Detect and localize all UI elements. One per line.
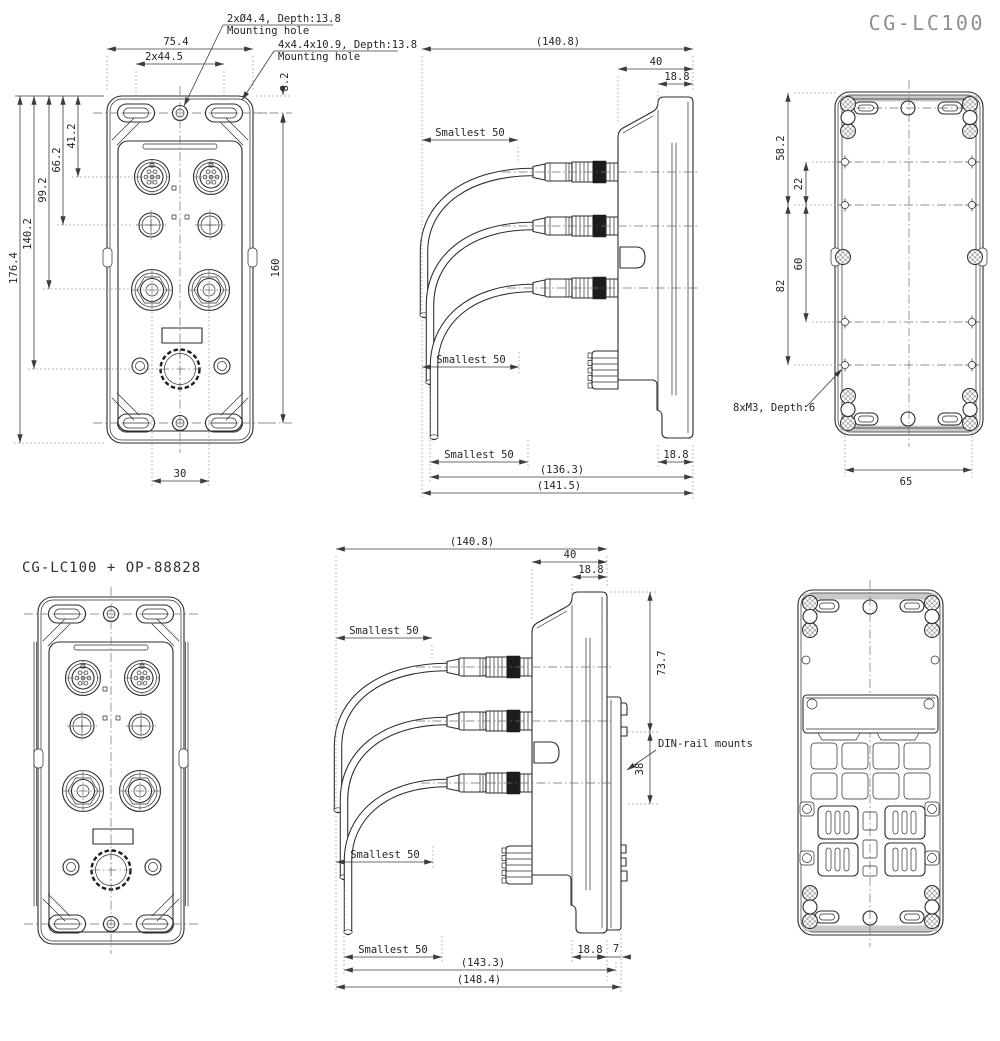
dim-bend1-label: Smallest 50 <box>435 127 505 139</box>
side-din-view: (140.8) 40 18.8 Smallest 50 73.7 38 DIN-… <box>334 536 753 992</box>
din-rail-adapter <box>606 696 628 931</box>
combo-title: CG-LC100 + OP-88828 <box>22 560 201 576</box>
dim-height-label: 176.4 <box>8 252 20 284</box>
note2-line2: Mounting hole <box>278 51 360 63</box>
din-inner-label: (143.3) <box>461 957 505 969</box>
dim-slot-span: 160 <box>270 113 286 423</box>
front-op-view <box>24 587 198 954</box>
din-overall-label: (140.8) <box>450 536 494 548</box>
dim-rail-depth: 7 <box>597 943 631 960</box>
dim-bend-radius-1: Smallest 50 <box>422 127 518 143</box>
din-body-depth-label: 40 <box>564 549 577 561</box>
dim-bottom-pitch: 30 <box>151 300 210 487</box>
note1-line1: 2xØ4.4, Depth:13.8 <box>227 13 341 25</box>
dim-82: 82 <box>775 205 791 365</box>
dim-plate-depth: 18.8 <box>658 71 693 87</box>
dim-width-label: 75.4 <box>163 36 188 48</box>
dim-body-depth-label: 40 <box>650 56 663 68</box>
din-spring-clips <box>817 805 926 877</box>
dim-row3-label: 99.2 <box>37 177 49 202</box>
note-din-rail: DIN-rail mounts <box>626 738 753 771</box>
note1-line2: Mounting hole <box>227 25 309 37</box>
din-outer-label: (148.4) <box>457 974 501 986</box>
dim-row2-label: 66.2 <box>51 147 63 172</box>
dim-slot-pitch-label: 2x44.5 <box>145 51 183 63</box>
dim-inner-width: (136.3) <box>430 464 693 480</box>
dim-plate-depth-label: 18.8 <box>664 71 689 83</box>
note-thread: 8xM3, Depth:6 <box>733 368 843 414</box>
dim-bend-radius-2-din: Smallest 50 <box>336 849 433 865</box>
dim-overall-din: (140.8) <box>336 536 607 552</box>
page-title: CG-LC100 <box>869 11 985 35</box>
din-bend1-label: Smallest 50 <box>349 625 419 637</box>
dim-bend-radius-1-din: Smallest 50 <box>336 625 432 641</box>
dim-d3-label: 60 <box>793 258 805 271</box>
dim-bottom-pitch-label: 30 <box>174 468 187 480</box>
dim-body-depth: 40 <box>618 56 693 72</box>
dim-slot-span-label: 160 <box>270 259 282 278</box>
note-thread-label: 8xM3, Depth:6 <box>733 402 815 414</box>
dim-bend-radius-3-din: Smallest 50 <box>344 944 442 960</box>
dim-slot-pitch: 2x44.5 <box>135 51 225 103</box>
dim-d2-label: 22 <box>793 178 805 191</box>
din-plate-bottom-label: 18.8 <box>577 944 602 956</box>
dim-plate-depth-bottom: 18.8 <box>658 449 693 465</box>
side-din-device-drawing <box>334 592 614 934</box>
dim-22: 22 <box>793 162 809 205</box>
note2-line1: 4x4.4x10.9, Depth:13.8 <box>278 39 417 51</box>
din-plate-depth-label: 18.8 <box>578 564 603 576</box>
dim-bend3-label: Smallest 50 <box>444 449 514 461</box>
side-view: (140.8) 40 18.8 Smallest 50 Smallest 50 … <box>420 36 700 500</box>
note-mounting-hole-2: 4x4.4x10.9, Depth:13.8 Mounting hole <box>241 39 417 101</box>
dim-width: 75.4 <box>106 36 254 90</box>
side-device-drawing <box>420 97 700 439</box>
dim-outer-label: (141.5) <box>537 480 581 492</box>
dim-d4-label: 82 <box>775 280 787 293</box>
dim-row1-label: 41.2 <box>66 123 78 148</box>
dim-top-offset-label: 8.2 <box>279 73 291 92</box>
din-note-label: DIN-rail mounts <box>658 738 753 750</box>
din-rail-label: 7 <box>613 943 619 955</box>
back-view: 58.2 22 60 82 8xM3, Depth:6 65 <box>733 80 988 488</box>
dim-left-chain: 41.2 66.2 99.2 140.2 176.4 <box>8 95 158 444</box>
note-mounting-hole-1: 2xØ4.4, Depth:13.8 Mounting hole <box>183 13 341 107</box>
front-op-device-drawing <box>24 587 198 954</box>
dim-bend-radius-2: Smallest 50 <box>422 354 519 370</box>
din-bend2-label: Smallest 50 <box>350 849 420 861</box>
dim-60: 60 <box>793 205 809 322</box>
front-view: 75.4 2x44.5 2xØ4.4, Depth:13.8 Mounting … <box>8 13 417 487</box>
dim-plate-depth-din: 18.8 <box>572 564 607 580</box>
din-height-label: 73.7 <box>656 650 668 675</box>
dim-din-height: 73.7 <box>647 592 668 732</box>
dim-body-depth-din: 40 <box>532 549 607 565</box>
dim-58-2: 58.2 <box>775 93 791 205</box>
dim-plate-depth-bottom-din: 18.8 <box>572 944 607 960</box>
dim-bend2-label: Smallest 50 <box>436 354 506 366</box>
dim-din-offset: 38 <box>634 732 653 804</box>
dim-65: 65 <box>845 467 972 488</box>
dim-inner-label: (136.3) <box>540 464 584 476</box>
front-device-drawing <box>93 86 267 453</box>
din-offset-label: 38 <box>634 763 646 776</box>
dim-row4-label: 140.2 <box>22 218 34 250</box>
dim-inner-width-din: (143.3) <box>344 957 616 973</box>
dim-overall: (140.8) <box>422 36 693 52</box>
back-din-view <box>797 580 944 947</box>
dim-outer-width: (141.5) <box>422 480 693 496</box>
dim-outer-width-din: (148.4) <box>336 974 621 990</box>
dim-d1-label: 58.2 <box>775 135 787 160</box>
dim-d5-label: 65 <box>900 476 913 488</box>
din-bend3-label: Smallest 50 <box>358 944 428 956</box>
dim-bend-radius-3: Smallest 50 <box>430 449 528 465</box>
dim-overall-label: (140.8) <box>536 36 580 48</box>
dim-plate-bottom-label: 18.8 <box>663 449 688 461</box>
din-adapter-plate <box>799 694 940 877</box>
dim-top-offset: 8.2 <box>256 73 292 124</box>
